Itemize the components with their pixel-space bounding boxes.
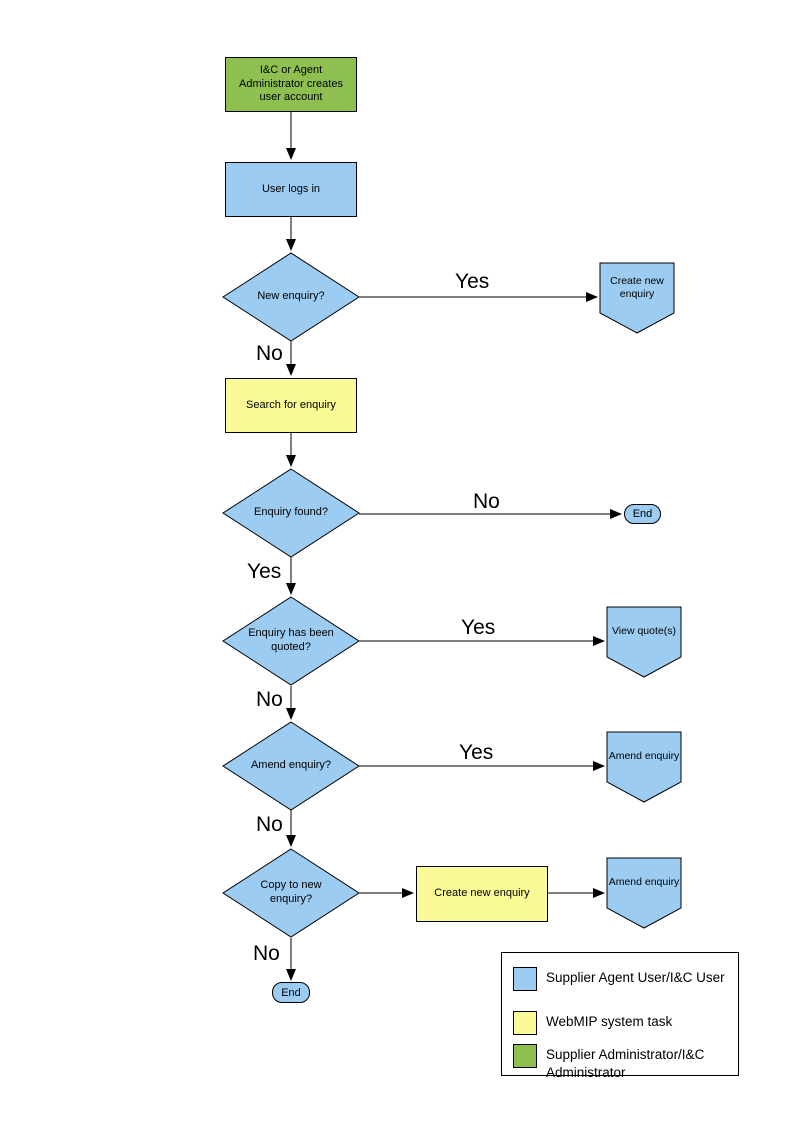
edge-label-amend-yes: Yes [459, 741, 494, 764]
legend-item-supplier-administrator: Supplier Administrator/I&C Administrator [513, 1044, 728, 1081]
decision-copy-to-new-enquiry: Copy to new enquiry? [222, 848, 360, 938]
decision-label: Copy to new enquiry? [260, 879, 322, 905]
edge-label-quoted-no: No [256, 688, 283, 711]
pentagon-shape [606, 857, 682, 929]
offpage-view-quotes: View quote(s) [606, 606, 682, 678]
diamond-shape [222, 252, 360, 342]
diamond-shape [222, 721, 360, 811]
node-user-logs-in: User logs in [225, 162, 357, 217]
offpage-label: View quote(s) [611, 625, 676, 638]
node-create-user-account: I&C or Agent Administrator creates user … [225, 57, 357, 112]
terminator-end-right: End [624, 504, 661, 524]
edge-label-new-enquiry-yes: Yes [455, 270, 490, 293]
decision-label: New enquiry? [257, 290, 325, 303]
legend: Supplier Agent User/I&C User WebMIP syst… [501, 952, 739, 1080]
legend-swatch-user [513, 967, 537, 991]
node-search-for-enquiry: Search for enquiry [225, 378, 357, 433]
decision-amend-enquiry: Amend enquiry? [222, 721, 360, 811]
pentagon-shape [599, 262, 675, 334]
pentagon-shape [606, 606, 682, 678]
offpage-label: Create new enquiry [610, 274, 664, 300]
decision-new-enquiry: New enquiry? [222, 252, 360, 342]
offpage-label: Amend enquiry [608, 876, 680, 889]
edge-label-quoted-yes: Yes [461, 616, 496, 639]
decision-enquiry-found: Enquiry found? [222, 468, 360, 558]
legend-label: Supplier Administrator/I&C Administrator [546, 1047, 705, 1080]
diamond-shape [222, 848, 360, 938]
edge-label-copy-no: No [253, 942, 280, 965]
legend-item-supplier-agent-user: Supplier Agent User/I&C User [513, 967, 728, 991]
edge-label-enquiry-found-no: No [473, 490, 500, 513]
decision-label: Amend enquiry? [250, 759, 332, 772]
decision-enquiry-quoted: Enquiry has been quoted? [222, 596, 360, 686]
offpage-label: Amend enquiry [608, 750, 680, 763]
edge-label-new-enquiry-no: No [256, 342, 283, 365]
legend-swatch-admin [513, 1044, 537, 1068]
legend-item-webmip-system-task: WebMIP system task [513, 1011, 728, 1035]
terminator-end-bottom: End [272, 982, 310, 1003]
offpage-create-new-enquiry: Create new enquiry [599, 262, 675, 334]
decision-label: Enquiry has been quoted? [248, 627, 334, 653]
diamond-shape [222, 468, 360, 558]
legend-label: WebMIP system task [546, 1014, 673, 1029]
legend-swatch-system [513, 1011, 537, 1035]
edge-label-enquiry-found-yes: Yes [247, 560, 282, 583]
pentagon-shape [606, 731, 682, 803]
offpage-amend-enquiry-1: Amend enquiry [606, 731, 682, 803]
decision-label: Enquiry found? [254, 506, 328, 519]
node-create-new-enquiry-task: Create new enquiry [416, 866, 548, 922]
diamond-shape [222, 596, 360, 686]
legend-label: Supplier Agent User/I&C User [546, 970, 725, 985]
offpage-amend-enquiry-2: Amend enquiry [606, 857, 682, 929]
edge-label-amend-no: No [256, 813, 283, 836]
